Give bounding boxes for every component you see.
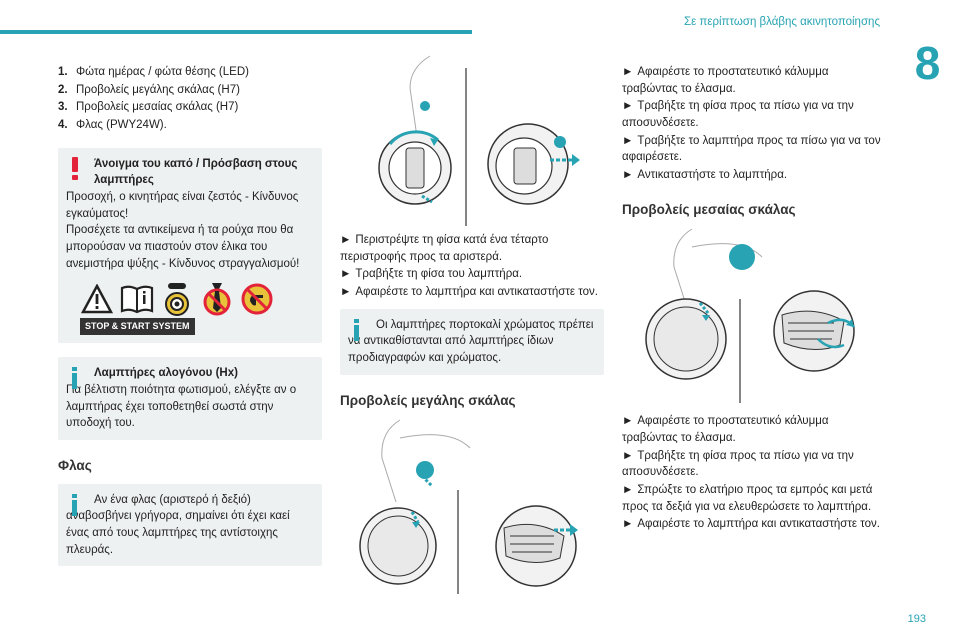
header-accent-bar: [0, 30, 472, 34]
step-item: ►Αφαιρέστε το λαμπτήρα και αντικαταστήστ…: [622, 518, 880, 531]
list-item: 4.Φλας (PWY24W).: [58, 119, 167, 132]
bulb-type-list: 1.Φώτα ημέρας / φώτα θέσης (LED) 2.Προβο…: [58, 64, 322, 134]
caution-triangle-icon: [80, 282, 114, 316]
orange-bulb-info-box: Οι λαμπτήρες πορτοκαλί χρώματος πρέπει ν…: [340, 308, 604, 375]
step-item: ►Αφαιρέστε το προστατευτικό κάλυμμα τραβ…: [622, 66, 829, 95]
column-1: 1.Φώτα ημέρας / φώτα θέσης (LED) 2.Προβο…: [58, 64, 322, 567]
info-icon: [71, 367, 78, 390]
fan-belt-icon: [160, 282, 194, 317]
step-item: ►Τραβήξτε τη φίσα του λαμπτήρα.: [340, 268, 523, 281]
flas-info-box: Αν ένα φλας (αριστερό ή δεξιό) αναβοσβήν…: [58, 483, 322, 567]
warning-text-1: Προσοχή, ο κινητήρας είναι ζεστός - Κίνδ…: [66, 191, 299, 220]
no-hand-icon: [240, 282, 274, 316]
step-item: ►Αφαιρέστε το λαμπτήρα και αντικαταστήστ…: [340, 286, 598, 299]
low-beam-illustration: [622, 227, 886, 406]
stop-start-label: STOP & START SYSTEM: [80, 318, 195, 336]
step-item: ►Τραβήξτε το λαμπτήρα προς τα πίσω για ν…: [622, 134, 881, 164]
warning-icon: [72, 156, 78, 180]
page-number: 193: [907, 613, 926, 625]
step-item: ►Περιστρέψτε τη φίσα κατά ένα τέταρτο πε…: [340, 234, 549, 263]
column-3: ►Αφαιρέστε το προστατευτικό κάλυμμα τραβ…: [622, 64, 886, 534]
list-item: 2.Προβολείς μεγάλης σκάλας (H7): [58, 83, 240, 96]
info-icon: [71, 493, 78, 516]
chapter-number: 8: [895, 34, 960, 92]
indicator-steps: ►Περιστρέψτε τη φίσα κατά ένα τέταρτο πε…: [340, 232, 604, 301]
no-tie-icon: [200, 282, 234, 316]
halogen-title: Λαμπτήρες αλογόνου (Hx): [94, 367, 238, 380]
step-item: ►Αφαιρέστε το προστατευτικό κάλυμμα τραβ…: [622, 415, 829, 444]
list-item: 3.Προβολείς μεσαίας σκάλας (H7): [58, 101, 239, 114]
manual-book-icon: [120, 282, 154, 316]
indicator-bulb-illustration: [340, 48, 604, 228]
step-item: ►Τραβήξτε τη φίσα προς τα πίσω για να τη…: [622, 100, 854, 130]
orange-bulb-info-text: Οι λαμπτήρες πορτοκαλί χρώματος πρέπει ν…: [348, 318, 594, 365]
low-beam-heading: Προβολείς μεσαίας σκάλας: [622, 201, 796, 217]
page-header-title: Σε περίπτωση βλάβης ακινητοποίησης: [683, 16, 880, 28]
halogen-text: Για βέλτιστη ποιότητα φωτισμού, ελέγξτε …: [66, 384, 297, 430]
low-beam-steps: ►Αφαιρέστε το προστατευτικό κάλυμμα τραβ…: [622, 413, 886, 533]
step-item: ►Σπρώξτε το ελατήριο προς τα εμπρός και …: [622, 483, 873, 513]
warning-box: Άνοιγμα του καπό / Πρόσβαση στους λαμπτή…: [58, 147, 322, 344]
high-beam-heading: Προβολείς μεγάλης σκάλας: [340, 392, 516, 408]
warning-symbols: [66, 282, 314, 317]
step-item: ►Αντικαταστήστε το λαμπτήρα.: [622, 169, 788, 182]
high-beam-steps: ►Αφαιρέστε το προστατευτικό κάλυμμα τραβ…: [622, 64, 886, 184]
info-icon: [353, 318, 360, 341]
warning-text-2: Προσέχετε τα αντικείμενα ή τα ρούχα που …: [66, 224, 300, 270]
flas-info-text: Αν ένα φλας (αριστερό ή δεξιό) αναβοσβήν…: [66, 493, 290, 556]
high-beam-illustration: [340, 418, 604, 597]
step-item: ►Τραβήξτε τη φίσα προς τα πίσω για να τη…: [622, 449, 854, 479]
flas-heading: Φλας: [58, 458, 92, 474]
column-2: ►Περιστρέψτε τη φίσα κατά ένα τέταρτο πε…: [340, 48, 604, 597]
warning-title: Άνοιγμα του καπό / Πρόσβαση στους λαμπτή…: [94, 157, 298, 187]
list-item: 1.Φώτα ημέρας / φώτα θέσης (LED): [58, 66, 249, 78]
halogen-info-box: Λαμπτήρες αλογόνου (Hx) Για βέλτιστη ποι…: [58, 357, 322, 441]
